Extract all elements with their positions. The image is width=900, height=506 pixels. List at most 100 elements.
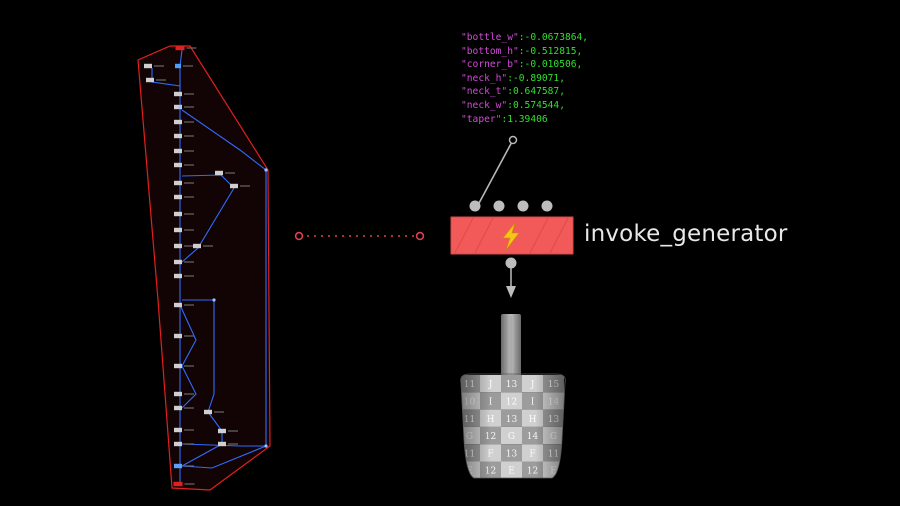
connector-port-right [415, 231, 425, 241]
graph-node [230, 183, 238, 189]
graph-node-caption [228, 430, 238, 432]
graph-node-caption [184, 150, 194, 152]
param-link [477, 139, 514, 206]
graph-node [174, 441, 182, 447]
graph-node [193, 243, 201, 249]
graph-hull-outline [137, 45, 271, 491]
graph-node-caption [225, 172, 235, 174]
param-value: :-0.010506, [518, 59, 583, 71]
graph-node [174, 333, 182, 339]
param-value: :0.647587, [507, 86, 565, 98]
graph-node [174, 405, 182, 411]
graph-node [174, 243, 182, 249]
param-value: :-0.512815, [518, 45, 583, 57]
graph-node-caption [156, 79, 166, 81]
param-value: :-0.0673864, [518, 32, 589, 43]
graph-node-caption [184, 213, 194, 215]
graph-node [173, 481, 183, 487]
connector-port-left [294, 231, 304, 241]
param-link-handle [508, 135, 518, 145]
graph-node-caption [184, 135, 194, 137]
bottle-render: 11J13J1510I12I1411H13H13G12G14G11F13F11E… [460, 314, 566, 479]
param-key: "neck_w" [461, 99, 508, 111]
graph-node [174, 227, 182, 233]
parameter-list: "bottle_w":-0.0673864,"bottom_h":-0.5128… [461, 31, 588, 126]
graph-node-caption [184, 335, 194, 337]
param-value: :0.574544, [507, 99, 565, 111]
graph-node-caption [184, 483, 195, 485]
graph-node [174, 259, 182, 265]
generator-box [450, 216, 574, 255]
param-key: "taper" [461, 113, 502, 125]
graph-node-caption [228, 443, 238, 445]
graph-node [218, 441, 226, 447]
graph-node-caption [184, 106, 194, 108]
graph-junction [212, 298, 216, 302]
graph-node-caption [186, 47, 197, 49]
graph-junction [264, 168, 268, 172]
input-port-4 [541, 200, 553, 212]
graph-node-caption [240, 185, 250, 187]
graph-node [174, 194, 182, 200]
lightning-icon [502, 222, 520, 251]
graph-junction [178, 105, 182, 109]
graph-node-caption [184, 393, 194, 395]
graph-edge [181, 443, 266, 447]
graph-nodes [144, 45, 268, 487]
graph-node-caption [214, 411, 224, 413]
graph-node [174, 104, 182, 110]
graph-node [174, 273, 182, 279]
graph-node-caption [184, 275, 194, 277]
param-key: "corner_b" [461, 59, 519, 71]
graph-node [146, 77, 154, 83]
graph-node [174, 427, 182, 433]
graph-node [174, 211, 182, 217]
graph-node [175, 63, 181, 69]
graph-node-caption [154, 65, 164, 67]
param-key: "bottle_w" [461, 32, 519, 43]
graph-edge [181, 109, 267, 469]
graph-node [174, 302, 182, 308]
graph-node-caption [203, 245, 213, 247]
param-key: "neck_h" [461, 72, 508, 84]
graph-node-caption [184, 245, 194, 247]
param-line: "neck_h":-0.89071, [461, 72, 588, 86]
dotted-connector [294, 231, 425, 241]
graph-node [174, 363, 182, 369]
param-line: "bottom_h":-0.512815, [461, 45, 588, 59]
graph-node [174, 391, 182, 397]
graph-node-caption [184, 182, 194, 184]
graph-node [174, 463, 182, 469]
output-arrowhead [506, 286, 516, 298]
graph-node-caption [184, 429, 194, 431]
graph-node-caption [184, 365, 194, 367]
param-value: :1.39406 [501, 113, 548, 125]
input-port-1 [469, 200, 481, 212]
generator-node [450, 135, 574, 298]
graph-node-caption [184, 196, 194, 198]
param-line: "corner_b":-0.010506, [461, 58, 588, 72]
node-graph [137, 45, 271, 491]
output-port [505, 257, 517, 269]
param-key: "neck_t" [461, 86, 508, 98]
graph-node [174, 91, 182, 97]
graph-node [144, 63, 152, 69]
graph-node-caption [184, 261, 194, 263]
graph-node-caption [184, 407, 194, 409]
graph-node [174, 148, 182, 154]
param-value: :-0.89071, [507, 72, 565, 84]
graph-node [174, 162, 182, 168]
graph-node-caption [184, 121, 194, 123]
param-line: "neck_t":0.647587, [461, 85, 588, 99]
param-line: "bottle_w":-0.0673864, [461, 31, 588, 45]
graph-node-caption [184, 93, 194, 95]
graph-node [218, 428, 226, 434]
graph-junction [264, 444, 268, 448]
graph-node [175, 45, 185, 51]
graph-node-caption [184, 443, 194, 445]
param-line: "taper":1.39406 [461, 113, 588, 127]
graph-node-caption [183, 65, 193, 67]
bottle-body-outline [460, 373, 566, 479]
param-key: "bottom_h" [461, 45, 519, 57]
